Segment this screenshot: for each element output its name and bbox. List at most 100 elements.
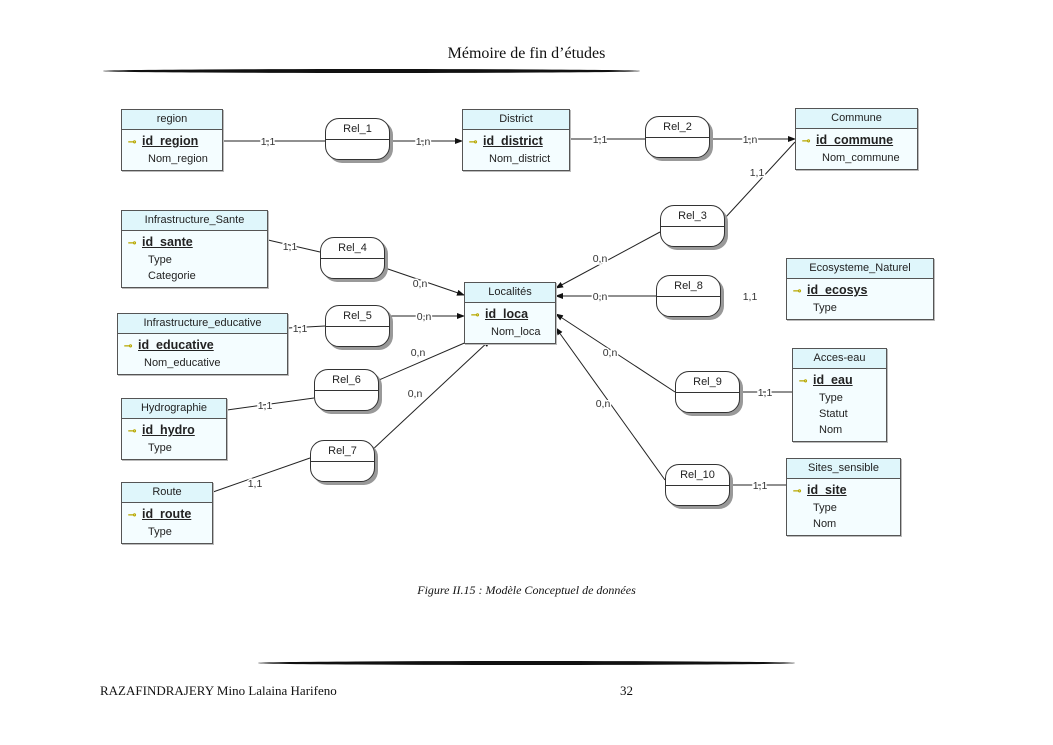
entity-name: region: [122, 110, 222, 130]
page-header: Mémoire de fin d’études: [447, 45, 606, 62]
cardinality-label: 1,1: [750, 167, 765, 179]
attribute: Type: [148, 254, 172, 266]
cardinality-label: 0,n: [408, 388, 423, 400]
connector-line: [369, 339, 491, 453]
attribute: Nom: [813, 518, 837, 530]
key-icon: ⊸: [793, 486, 802, 497]
relation-rel-3: Rel_3: [660, 205, 725, 247]
connector-line: [724, 141, 796, 219]
entity-name: Sites_sensible: [787, 459, 900, 479]
relation-name: Rel_8: [657, 276, 720, 297]
cardinality-label: 1,1: [758, 387, 773, 399]
relation-name: Rel_3: [661, 206, 724, 227]
relation-rel-10: Rel_10: [665, 464, 730, 506]
footer-author: RAZAFINDRAJERY Mino Lalaina Harifeno: [100, 683, 337, 698]
relation-rel-8: Rel_8: [656, 275, 721, 317]
cardinality-label: 0,n: [593, 253, 608, 265]
relation-rel-7: Rel_7: [310, 440, 375, 482]
primary-key: id_eau: [813, 373, 853, 387]
header-rule: [103, 69, 640, 73]
attribute: Nom_region: [148, 153, 208, 165]
relation-name: Rel_4: [321, 238, 384, 259]
attribute: Categorie: [148, 270, 196, 282]
attribute: Type: [813, 302, 837, 314]
primary-key: id_loca: [485, 307, 529, 321]
figure-caption: Figure II.15 : Modèle Conceptuel de donn…: [417, 583, 636, 597]
cardinality-label: 1,1: [753, 480, 768, 492]
connector-line: [287, 325, 326, 329]
primary-key: id_commune: [816, 133, 894, 147]
footer-rule: [258, 661, 795, 665]
primary-key: id_region: [142, 134, 199, 148]
relation-name: Rel_6: [315, 370, 378, 391]
relation-rel-6: Rel_6: [314, 369, 379, 411]
cardinality-label: 1,n: [416, 136, 431, 148]
primary-key: id_hydro: [142, 423, 195, 437]
cardinality-label: 1,1: [248, 478, 263, 490]
cardinality-label: 1,1: [283, 241, 298, 253]
primary-key: id_sante: [142, 235, 193, 249]
entity-name: Route: [122, 483, 212, 503]
cardinality-label: 0,n: [417, 311, 432, 323]
entity-name: Ecosysteme_Naturel: [787, 259, 933, 279]
attribute: Type: [813, 502, 837, 514]
primary-key: id_district: [483, 134, 543, 148]
primary-key: id_route: [142, 507, 192, 521]
key-icon: ⊸: [793, 286, 802, 297]
key-icon: ⊸: [799, 376, 808, 387]
key-icon: ⊸: [128, 238, 137, 249]
primary-key: id_educative: [138, 338, 214, 352]
cardinality-label: 1,n: [743, 134, 758, 146]
entity-name: Hydrographie: [122, 399, 226, 419]
entity-name: Infrastructure_Sante: [122, 211, 267, 231]
entity-name: Commune: [796, 109, 917, 129]
connector-line: [212, 457, 311, 493]
key-icon: ⊸: [128, 510, 137, 521]
relation-name: Rel_7: [311, 441, 374, 462]
primary-key: id_site: [807, 483, 847, 497]
relation-name: Rel_1: [326, 119, 389, 140]
attribute: Statut: [819, 408, 848, 420]
key-icon: ⊸: [128, 137, 137, 148]
relation-name: Rel_9: [676, 372, 739, 393]
cardinality-label: 1,1: [258, 400, 273, 412]
primary-key: id_ecosys: [807, 283, 868, 297]
attribute: Nom: [819, 424, 843, 436]
entity-name: Infrastructure_educative: [118, 314, 287, 334]
connector-line: [226, 397, 315, 411]
attribute: Nom_loca: [491, 326, 541, 338]
attribute: Type: [819, 392, 843, 404]
relation-rel-9: Rel_9: [675, 371, 740, 413]
attribute: Type: [148, 526, 172, 538]
attribute: Nom_district: [489, 153, 551, 165]
key-icon: ⊸: [471, 310, 480, 321]
connector-line: [555, 231, 661, 289]
cardinality-label: 0,n: [593, 291, 608, 303]
relation-rel-4: Rel_4: [320, 237, 385, 279]
relation-rel-2: Rel_2: [645, 116, 710, 158]
cardinality-label: 0,n: [411, 347, 426, 359]
connector-line: [384, 267, 465, 296]
attribute: Nom_commune: [822, 152, 900, 164]
cardinality-label: 0,n: [596, 398, 611, 410]
key-icon: ⊸: [124, 341, 133, 352]
relation-rel-5: Rel_5: [325, 305, 390, 347]
relation-name: Rel_2: [646, 117, 709, 138]
cardinality-label: 0,n: [413, 278, 428, 290]
cardinality-label: 1,1: [293, 323, 308, 335]
entity-name: Localités: [465, 283, 555, 303]
connector-line: [555, 313, 676, 393]
cardinality-label: 1,1: [743, 291, 758, 303]
attribute: Nom_educative: [144, 357, 221, 369]
